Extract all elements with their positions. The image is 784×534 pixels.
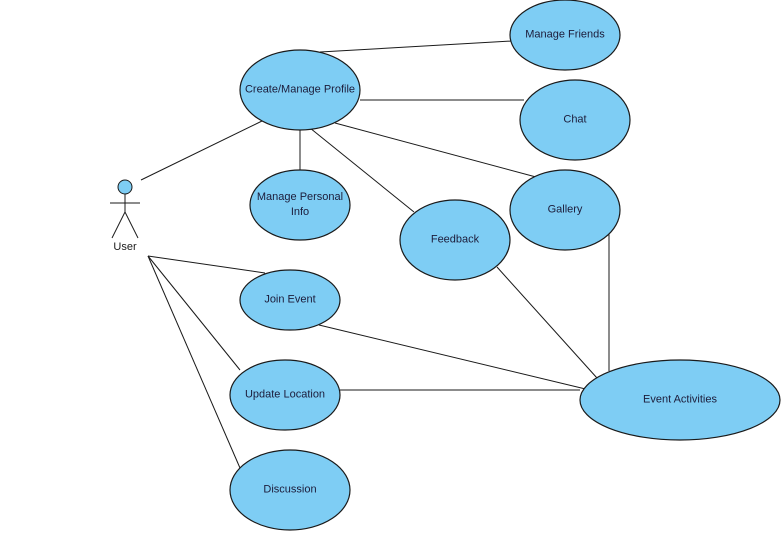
association-user-to-join-event[interactable] [147, 255, 266, 274]
association-create-manage-profile-to-feedback[interactable] [309, 127, 415, 213]
use-case-label-feedback: Feedback [430, 233, 480, 246]
association-user-to-update-location[interactable] [147, 255, 241, 371]
actor-left-leg [111, 211, 126, 239]
use-case-gallery[interactable] [509, 169, 621, 251]
use-case-label-manage-personal-info: Manage Personal Info [256, 191, 344, 218]
use-case-label-join-event: Join Event [264, 293, 316, 306]
use-case-join-event[interactable] [239, 269, 341, 331]
use-case-feedback[interactable] [399, 199, 511, 281]
association-create-manage-profile-to-manage-friends[interactable] [319, 40, 513, 53]
use-case-label-chat: Chat [563, 113, 587, 126]
use-case-label-create-manage-profile: Create/Manage Profile [244, 83, 356, 96]
use-case-discussion[interactable] [229, 449, 351, 531]
use-case-create-manage-profile[interactable] [239, 49, 361, 131]
association-user-to-discussion[interactable] [147, 255, 241, 469]
associations-layer [140, 40, 610, 469]
association-create-manage-profile-to-gallery[interactable] [334, 122, 537, 178]
actor-label: User [113, 241, 137, 253]
use-case-label-event-activities: Event Activities [643, 393, 717, 406]
use-case-update-location[interactable] [229, 359, 341, 431]
association-join-event-to-event-activities[interactable] [318, 324, 599, 393]
use-case-label-update-location: Update Location [244, 388, 326, 401]
actor-right-leg [124, 211, 139, 239]
use-cases-layer [229, 0, 781, 531]
association-feedback-to-event-activities[interactable] [496, 266, 598, 379]
use-case-chat[interactable] [519, 79, 631, 161]
use-case-label-gallery: Gallery [547, 203, 583, 216]
actor-head-icon [117, 179, 133, 195]
use-case-manage-friends[interactable] [509, 0, 621, 71]
association-user-to-create-manage-profile[interactable] [140, 120, 263, 181]
use-case-label-discussion: Discussion [263, 483, 317, 496]
use-case-label-manage-friends: Manage Friends [525, 28, 605, 41]
use-case-manage-personal-info[interactable] [249, 169, 351, 241]
actor-user[interactable] [110, 179, 140, 239]
use-case-event-activities[interactable] [579, 359, 781, 441]
